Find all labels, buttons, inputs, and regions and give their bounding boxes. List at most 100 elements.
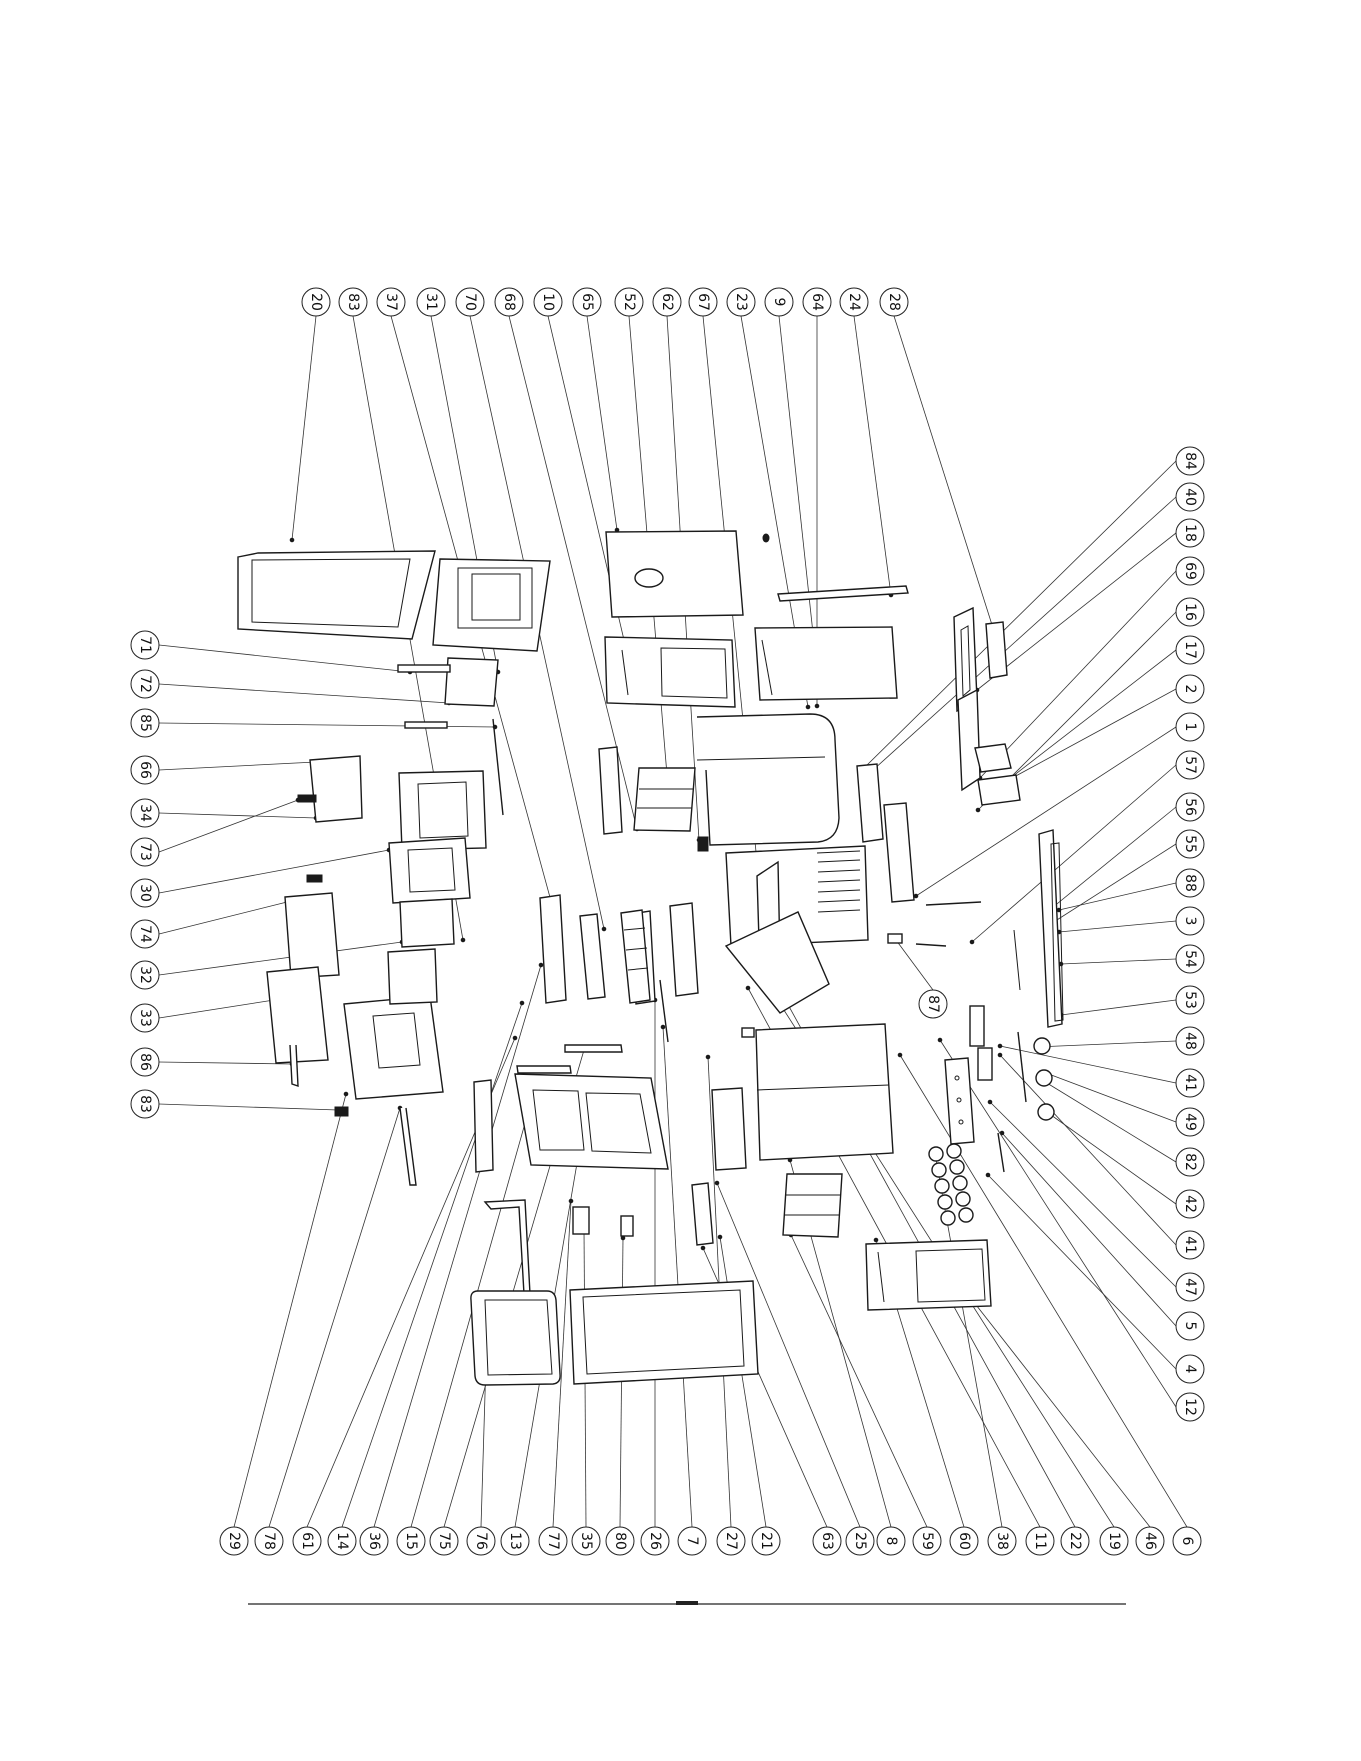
part-latch	[307, 875, 322, 882]
leader-arrowhead	[513, 1036, 517, 1040]
page-bottom-mark	[676, 1601, 698, 1605]
leader-line	[159, 1062, 292, 1064]
callout-number: 83	[345, 293, 361, 311]
part-rail-75	[517, 1066, 571, 1073]
part-handle-lower	[400, 1108, 416, 1185]
leader-arrowhead	[520, 1001, 524, 1005]
callout-55: 55	[1176, 830, 1204, 858]
leader-line	[1004, 650, 1176, 783]
callout-56: 56	[1176, 793, 1204, 821]
part-channel-1	[884, 803, 914, 902]
part-post-78	[474, 1080, 493, 1172]
callout-number: 6	[1179, 1537, 1195, 1546]
leader-arrowhead	[815, 704, 819, 708]
callout-47: 47	[1176, 1273, 1204, 1301]
callout-41: 41	[1176, 1231, 1204, 1259]
part-bar-28	[986, 622, 1007, 678]
callout-number: 13	[507, 1532, 523, 1550]
callout-number: 74	[137, 925, 153, 943]
callout-68: 68	[495, 288, 523, 316]
callout-number: 85	[137, 714, 153, 732]
leader-line	[854, 316, 891, 595]
callout-number: 28	[886, 293, 902, 311]
leader-arrowhead	[706, 1055, 710, 1059]
callout-83: 83	[339, 288, 367, 316]
callout-number: 71	[137, 636, 153, 654]
callout-number: 24	[846, 293, 862, 311]
part-control-knobs	[1018, 1032, 1054, 1120]
callout-number: 47	[1182, 1278, 1198, 1296]
callout-number: 49	[1182, 1113, 1198, 1131]
callout-number: 16	[1182, 603, 1198, 621]
part-rod-57	[916, 944, 946, 946]
callout-64: 64	[803, 288, 831, 316]
callout-number: 32	[137, 966, 153, 984]
leader-line	[1061, 1000, 1176, 1015]
part-panel-70	[599, 747, 622, 834]
callout-21: 21	[752, 1527, 780, 1555]
callout-number: 60	[956, 1532, 972, 1550]
part-handle-86	[290, 1045, 298, 1086]
callout-number: 63	[819, 1532, 835, 1550]
callout-number: 4	[1182, 1365, 1198, 1374]
part-control-panel	[1014, 830, 1063, 1027]
leader-arrowhead	[988, 1100, 992, 1104]
part-block-35	[573, 1207, 589, 1234]
callout-72: 72	[131, 670, 159, 698]
callout-number: 82	[1182, 1153, 1198, 1171]
part-plate-17	[978, 775, 1020, 805]
callout-number: 73	[137, 843, 153, 861]
part-side-panel-23	[755, 627, 897, 700]
callout-28: 28	[880, 288, 908, 316]
callout-60: 60	[950, 1527, 978, 1555]
leader-arrowhead	[461, 938, 465, 942]
leader-arrowhead	[998, 1053, 1002, 1057]
leader-arrowhead	[661, 1025, 665, 1029]
callout-number: 69	[1182, 562, 1198, 580]
callout-17: 17	[1176, 636, 1204, 664]
leader-line	[894, 316, 993, 628]
leader-line	[1046, 1073, 1176, 1122]
callout-8: 8	[877, 1527, 905, 1555]
part-rod-85	[493, 719, 503, 815]
leader-line	[269, 1108, 400, 1527]
callout-53: 53	[1176, 986, 1204, 1014]
callout-12: 12	[1176, 1393, 1204, 1421]
callout-3: 3	[1176, 907, 1204, 935]
part-rack-68	[634, 768, 695, 831]
callout-41: 41	[1176, 1069, 1204, 1097]
leader-line	[159, 813, 316, 818]
leader-arrowhead	[569, 1199, 573, 1203]
part-bar-7	[660, 980, 668, 1042]
callout-85: 85	[131, 709, 159, 737]
callout-number: 77	[545, 1532, 561, 1550]
callout-38: 38	[988, 1527, 1016, 1555]
callout-number: 46	[1142, 1532, 1158, 1550]
leader-arrowhead	[914, 894, 918, 898]
callout-16: 16	[1176, 598, 1204, 626]
callout-number: 34	[137, 804, 153, 822]
callout-number: 35	[578, 1532, 594, 1550]
callout-83: 83	[131, 1090, 159, 1118]
leader-line	[159, 850, 389, 893]
callout-number: 29	[226, 1532, 242, 1550]
callout-82: 82	[1176, 1148, 1204, 1176]
callout-67: 67	[689, 288, 717, 316]
part-frame-40	[857, 764, 883, 842]
part-back-wall-10	[605, 637, 735, 707]
callout-7: 7	[678, 1527, 706, 1555]
callout-number: 56	[1182, 798, 1198, 816]
leader-arrowhead	[746, 986, 750, 990]
leader-line	[1000, 1046, 1176, 1083]
callout-80: 80	[606, 1527, 634, 1555]
callout-number: 37	[383, 293, 399, 311]
callout-number: 41	[1182, 1236, 1198, 1254]
callout-61: 61	[293, 1527, 321, 1555]
callout-1: 1	[1176, 713, 1204, 741]
callout-number: 70	[462, 293, 478, 311]
callout-number: 42	[1182, 1195, 1198, 1213]
callout-9: 9	[765, 288, 793, 316]
callout-number: 72	[137, 675, 153, 693]
leader-arrowhead	[970, 940, 974, 944]
leader-line	[873, 497, 1176, 770]
